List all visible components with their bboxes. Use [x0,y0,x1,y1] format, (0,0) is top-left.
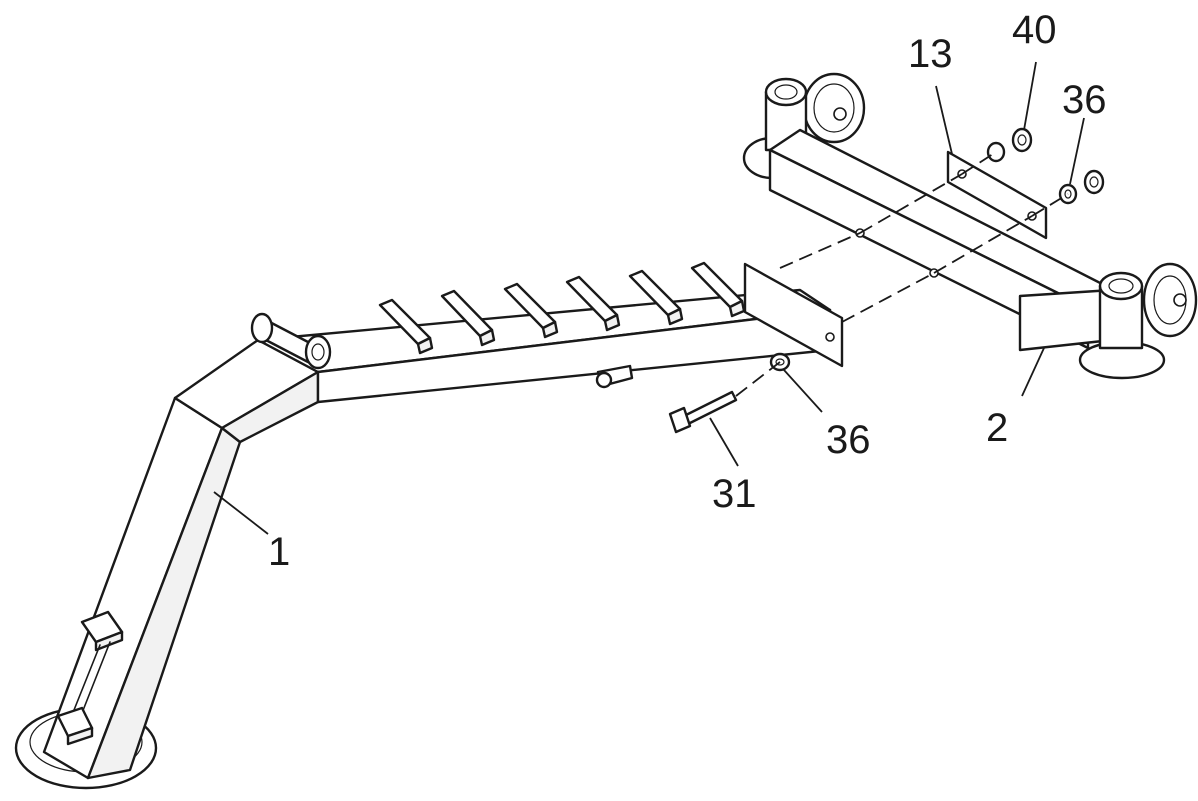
callout-part-1: 1 [268,530,291,574]
crossbar-right-end [1018,288,1114,352]
leader-part-31 [709,417,739,467]
main-frame-part-1 [14,261,844,790]
callout-part-31: 31 [712,472,757,516]
bolt-part-31 [668,390,738,434]
frame-leg-adjuster [56,610,124,746]
callout-part-40: 40 [1012,8,1057,52]
nut-part-40 [986,127,1033,163]
callout-part-36-bottom: 36 [826,418,871,462]
leader-part-2 [1021,347,1045,397]
washer-nut-part-36-top [1058,169,1105,205]
crossbar-right-post [1098,271,1144,350]
leader-part-36-bottom [783,369,823,413]
frame-underside-bolt [595,364,634,389]
callout-leaders [213,61,1085,535]
front-crossbar-part-2 [742,72,1198,380]
crossbar-front-face [768,148,1090,350]
frame-tube-stub [250,312,332,370]
crossbar-top-face [768,128,1112,310]
callout-part-2: 2 [986,406,1009,450]
crossbar-left-wheel [802,72,866,144]
frame-end-plate [743,262,844,368]
leader-part-1 [213,491,269,535]
assembly-centerlines [735,151,1069,397]
leader-part-40 [1023,61,1037,131]
frame-storage-tabs [378,261,746,355]
crossbar-right-wheel [1142,262,1198,338]
leader-part-36-top [1069,117,1085,185]
callout-part-13: 13 [908,32,953,76]
callout-part-36-top: 36 [1062,78,1107,122]
leader-part-13 [935,85,953,155]
